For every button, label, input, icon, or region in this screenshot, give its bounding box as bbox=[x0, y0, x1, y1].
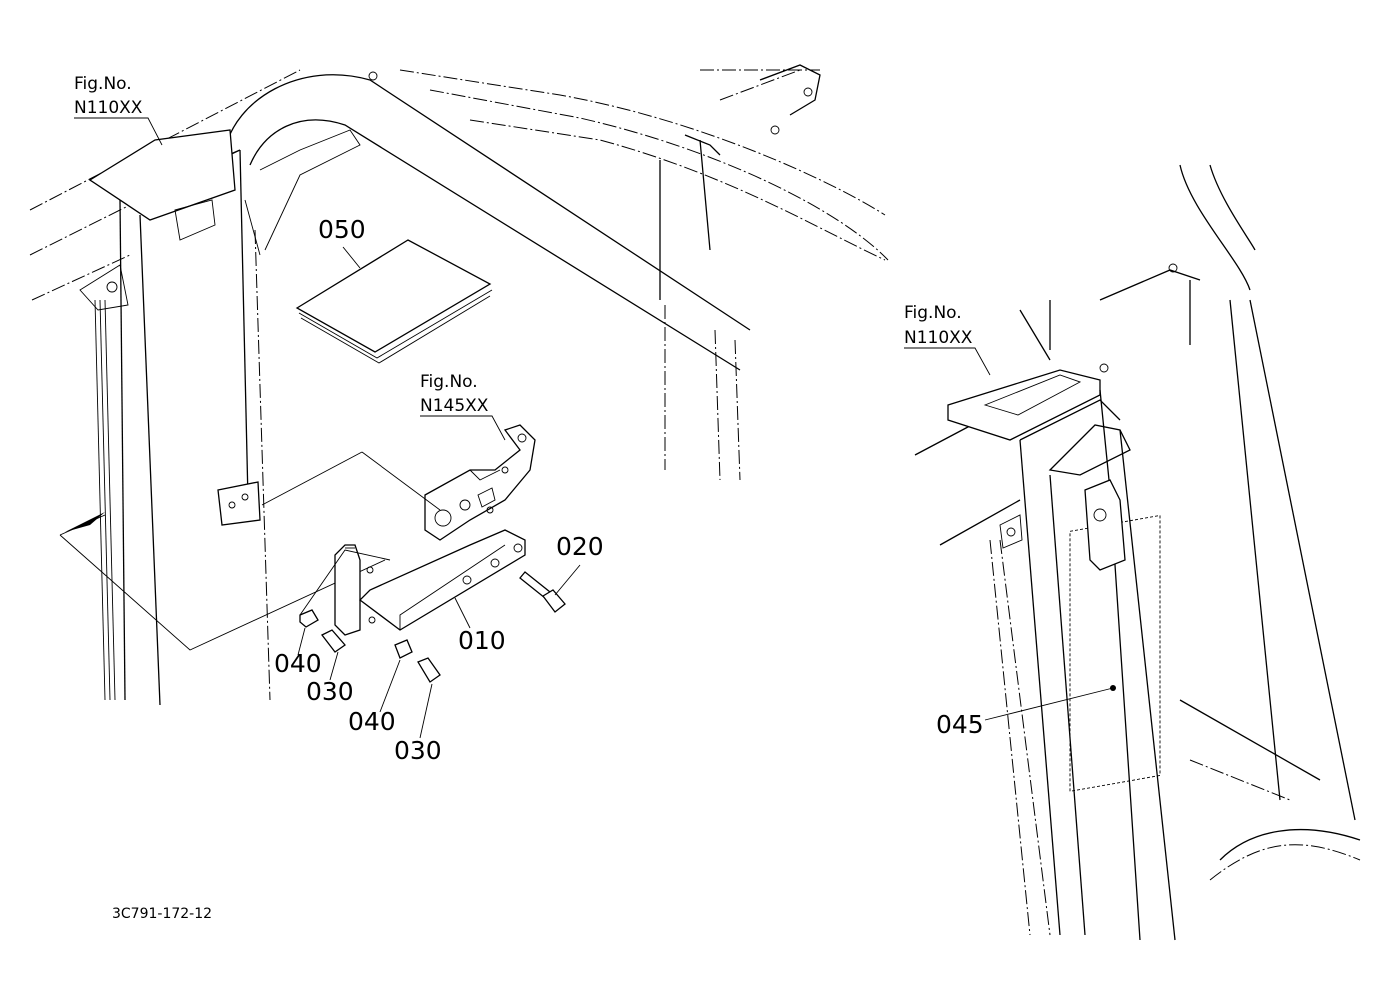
callout-045: 045 bbox=[936, 710, 984, 739]
callout-010: 010 bbox=[458, 626, 506, 655]
callout-030-a: 030 bbox=[306, 677, 354, 706]
detail-view-right bbox=[914, 164, 1361, 941]
fig-ref-right-number: N110XX bbox=[904, 328, 973, 348]
hinge-assembly bbox=[261, 424, 536, 541]
fig-ref-right-label: Fig.No. bbox=[904, 303, 962, 323]
fig-ref-left-label: Fig.No. bbox=[74, 74, 132, 94]
callout-020: 020 bbox=[556, 532, 604, 561]
hardware-040-030 bbox=[297, 609, 441, 739]
callout-030-b: 030 bbox=[394, 736, 442, 765]
callout-040-b: 040 bbox=[348, 707, 396, 736]
bolt-020 bbox=[519, 564, 581, 613]
fig-ref-hinge-label: Fig.No. bbox=[420, 372, 478, 392]
manual-sheet-050 bbox=[295, 239, 493, 364]
callout-040-a: 040 bbox=[274, 649, 322, 678]
cab-frame-left bbox=[29, 64, 889, 706]
callout-050: 050 bbox=[318, 215, 366, 244]
fig-ref-left-number: N110XX bbox=[74, 98, 143, 118]
bracket-010 bbox=[299, 529, 526, 636]
fig-ref-hinge-number: N145XX bbox=[420, 396, 489, 416]
drawing-code: 3C791-172-12 bbox=[112, 906, 212, 922]
